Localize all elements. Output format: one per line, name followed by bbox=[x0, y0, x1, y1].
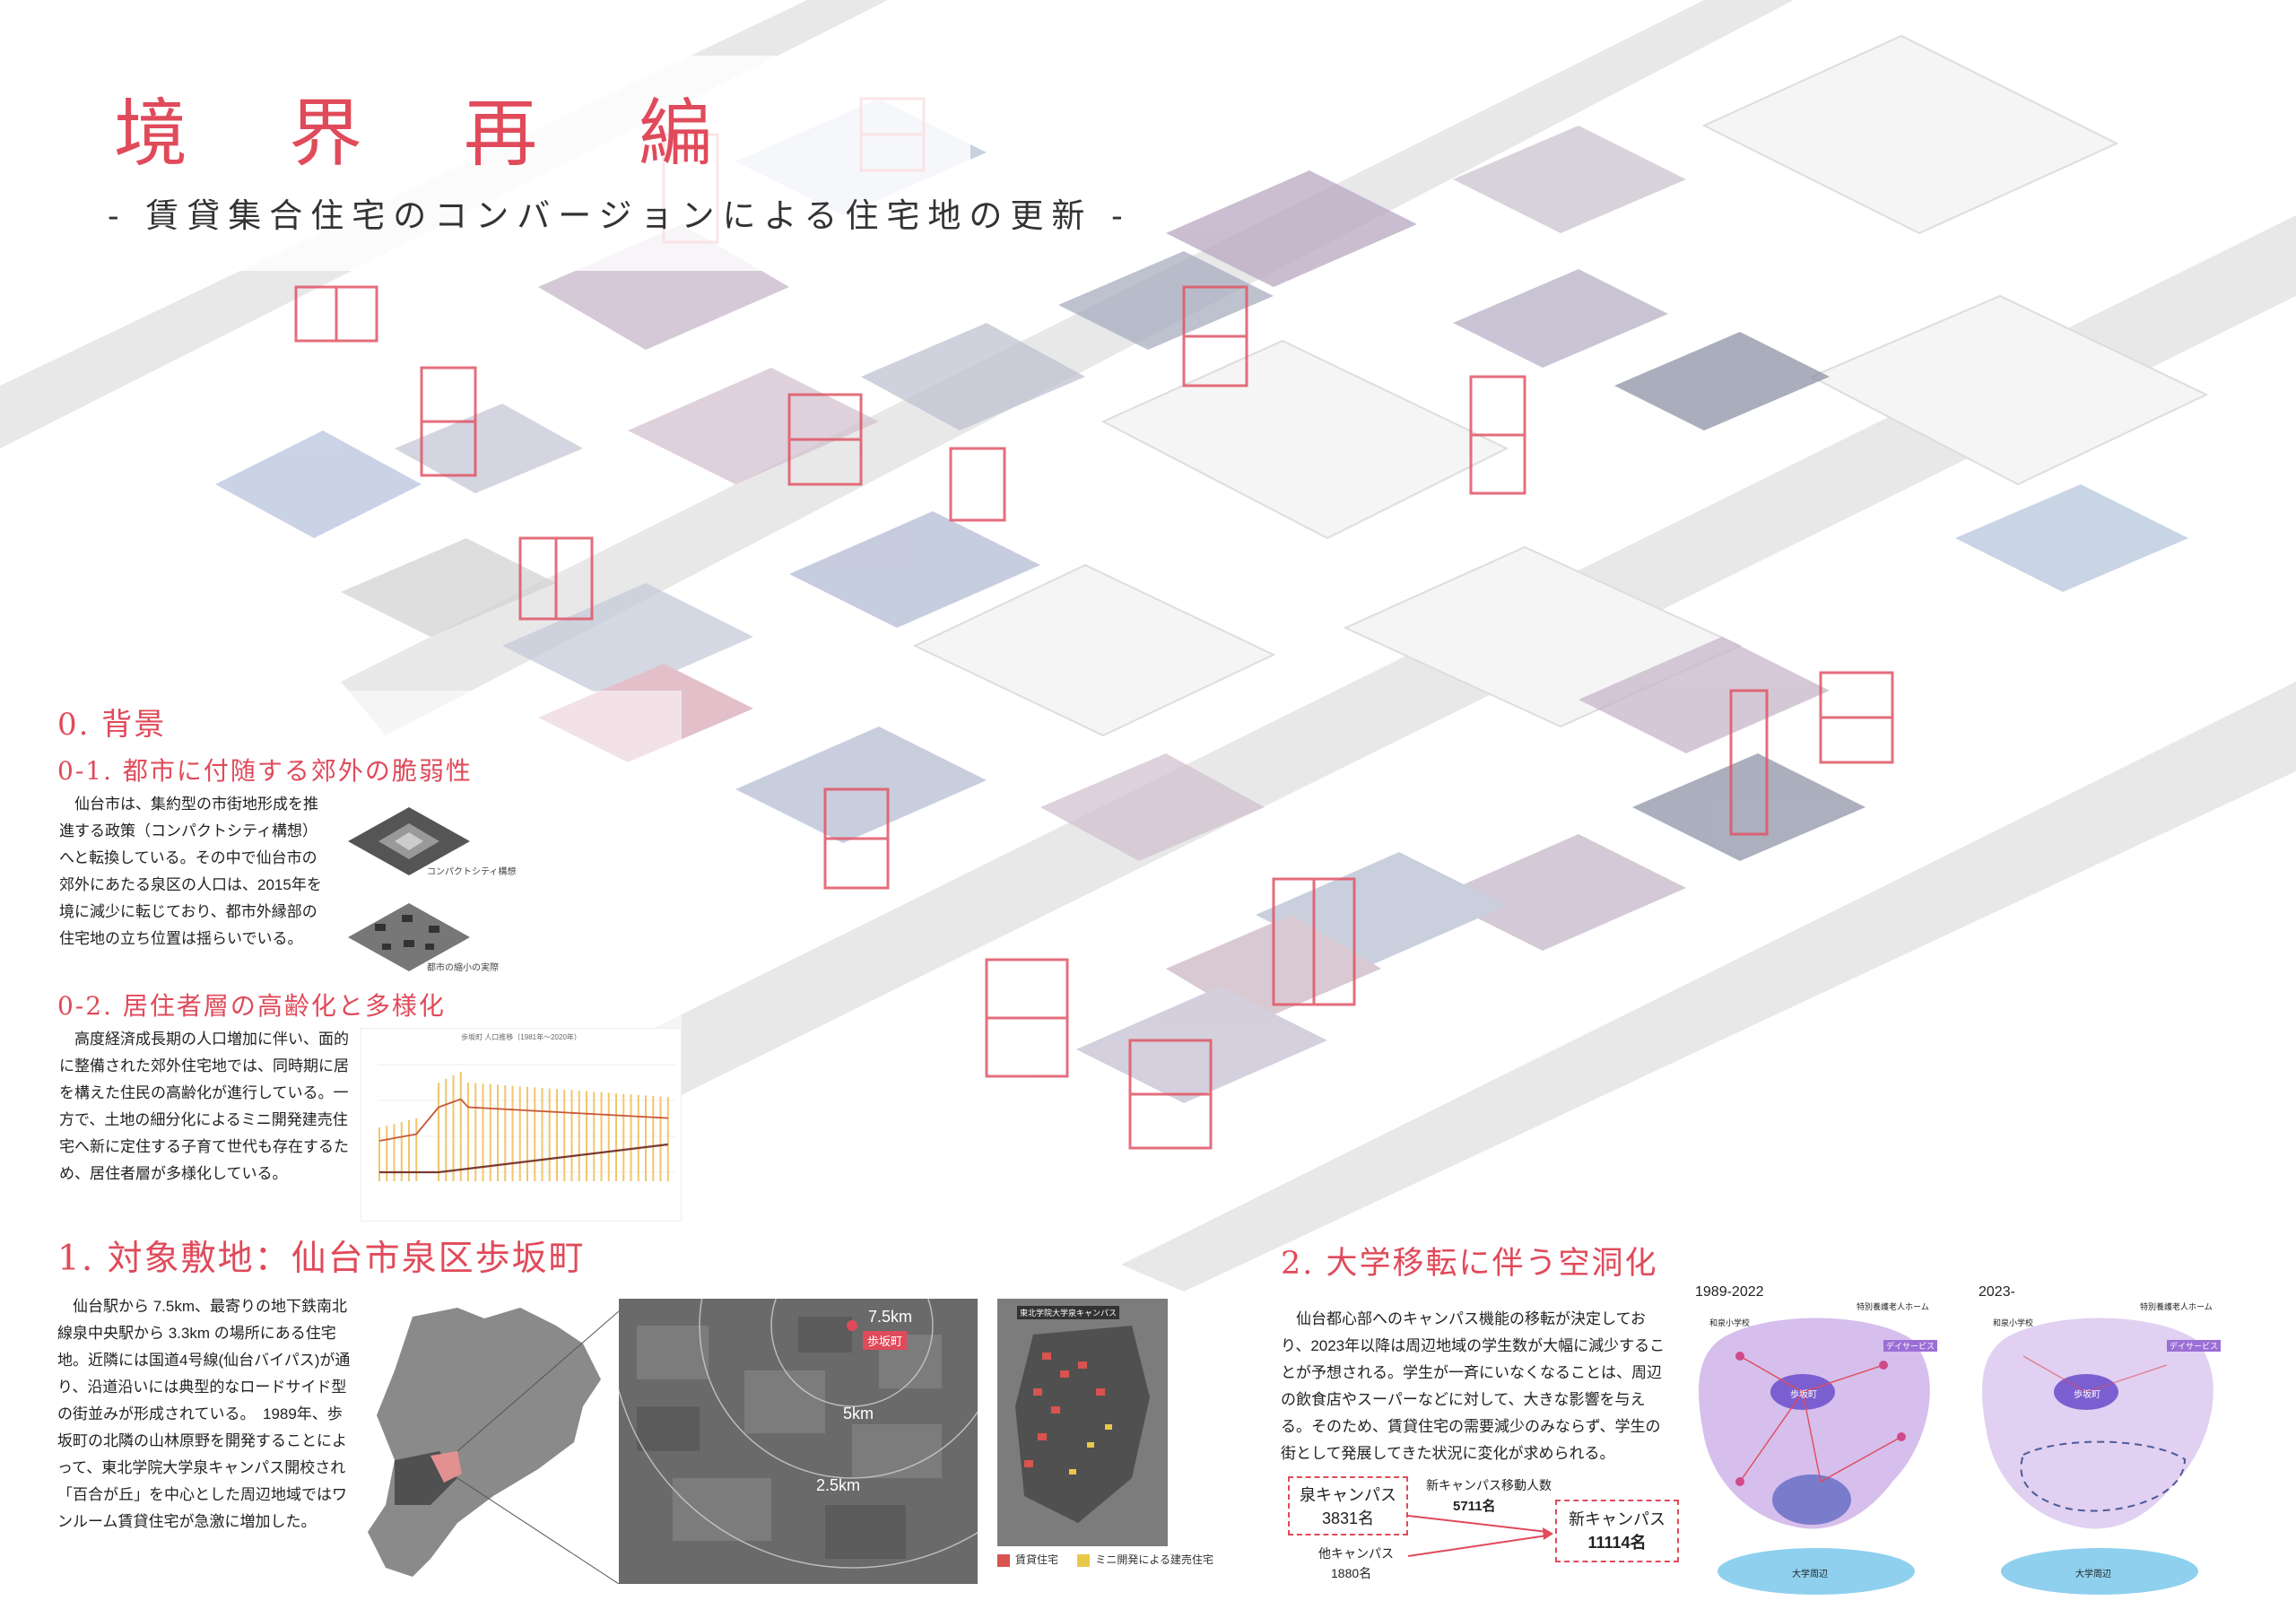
title-char-3: 再 bbox=[464, 91, 538, 177]
network-diagram-before bbox=[1699, 1318, 1930, 1595]
flow-other-label: 他キャンパス bbox=[1318, 1546, 1394, 1561]
diagram-before-bottom: 大学周辺 bbox=[1792, 1570, 1828, 1579]
legend-rental-label: 賃貸住宅 bbox=[1015, 1553, 1059, 1566]
background-sub1-heading: 0-1. 都市に付随する郊外の脆弱性 bbox=[57, 756, 473, 786]
map-pin-label: 歩坂町 bbox=[863, 1331, 908, 1350]
background-sub1-text: 仙台市は、集約型の市街地形成を推進する政策（コンパクトシティ構想）へと転換してい… bbox=[59, 796, 322, 947]
flow-other-value: 1880名 bbox=[1331, 1566, 1372, 1580]
title-char-1: 境 bbox=[114, 91, 188, 177]
relocation-heading: 2. 大学移転に伴う空洞化 bbox=[1281, 1246, 1658, 1282]
aerial-photo: 7.5km 歩坂町 5km 2.5km bbox=[619, 1299, 978, 1584]
flow-new-label: 新キャンパス bbox=[1569, 1510, 1665, 1528]
map-label-5km: 5km bbox=[843, 1405, 874, 1422]
site-plan: 東北学院大学泉キャンパス bbox=[997, 1299, 1168, 1546]
chart-plot bbox=[378, 1064, 675, 1181]
diagram-label-compact: コンパクトシティ構想 bbox=[427, 867, 517, 877]
period-label-after: 2023- bbox=[1979, 1284, 2015, 1300]
site-plan-label: 東北学院大学泉キャンパス bbox=[1017, 1306, 1120, 1319]
flow-new-value: 11114名 bbox=[1587, 1534, 1647, 1552]
diagram-before-station: 歩坂町 bbox=[1790, 1390, 1817, 1400]
compact-city-diagram bbox=[348, 807, 470, 971]
flow-izumi-label: 泉キャンパス bbox=[1300, 1486, 1396, 1504]
main-title: 境界再編 bbox=[114, 90, 728, 179]
map-label-7-5km: 7.5km bbox=[868, 1308, 913, 1326]
site-heading: 1. 対象敷地：仙台市泉区歩坂町 bbox=[57, 1239, 586, 1279]
diagram-before-day: デイサービス bbox=[1883, 1340, 1938, 1352]
site-plan-drawing bbox=[997, 1299, 1168, 1546]
diagram-after-station: 歩坂町 bbox=[2074, 1390, 2100, 1400]
flow-move-value: 5711名 bbox=[1453, 1499, 1496, 1514]
diagram-before-school: 和泉小学校 bbox=[1709, 1318, 1751, 1327]
flow-arrows bbox=[1407, 1515, 1553, 1557]
period-label-before: 1989-2022 bbox=[1695, 1284, 1764, 1300]
flow-move-label: 新キャンパス移動人数 bbox=[1426, 1478, 1552, 1492]
map-label-2-5km: 2.5km bbox=[816, 1476, 861, 1494]
background-sub2-heading: 0-2. 居住者層の高齢化と多様化 bbox=[57, 991, 446, 1021]
site-legend: 賃貸住宅 ミニ開発による建売住宅 bbox=[997, 1552, 1213, 1567]
flow-new-box: 新キャンパス 11114名 bbox=[1555, 1500, 1679, 1562]
diagram-after-school: 和泉小学校 bbox=[1993, 1318, 2034, 1327]
title-panel: 境界再編 - 賃貸集合住宅のコンバージョンによる住宅地の更新 - bbox=[74, 56, 1123, 271]
flow-izumi-box: 泉キャンパス 3831名 bbox=[1288, 1476, 1408, 1535]
relocation-text: 仙台都心部へのキャンパス機能の移転が決定しており、2023年以降は周辺地域の学生… bbox=[1281, 1310, 1665, 1462]
background-sub2-text: 高度経済成長期の人口増加に伴い、面的に整備された郊外住宅地では、同時期に居を構え… bbox=[59, 1031, 349, 1182]
background-heading: 0. 背景 bbox=[57, 707, 167, 743]
legend-rental-swatch bbox=[997, 1553, 1010, 1567]
diagram-before-top-right: 特別養護老人ホーム bbox=[1857, 1302, 1929, 1311]
chart-title: 歩坂町 人口推移（1981年〜2020年） bbox=[461, 1033, 581, 1041]
legend-mini: ミニ開発による建売住宅 bbox=[1077, 1553, 1214, 1567]
aerial-texture bbox=[619, 1299, 978, 1584]
legend-mini-label: ミニ開発による建売住宅 bbox=[1095, 1553, 1214, 1566]
subtitle: - 賃貸集合住宅のコンバージョンによる住宅地の更新 - bbox=[108, 196, 1131, 235]
legend-rental: 賃貸住宅 bbox=[997, 1553, 1059, 1567]
flow-izumi-value: 3831名 bbox=[1321, 1509, 1375, 1527]
network-diagram-after bbox=[1982, 1318, 2213, 1595]
site-text: 仙台駅から 7.5km、最寄りの地下鉄南北線泉中央駅から 3.3km の場所にあ… bbox=[57, 1298, 351, 1530]
diagram-label-shrink: 都市の縮小の実際 bbox=[427, 963, 499, 973]
diagram-after-top-right: 特別養護老人ホーム bbox=[2140, 1302, 2213, 1311]
diagram-after-day: デイサービス bbox=[2167, 1340, 2222, 1352]
title-char-4: 編 bbox=[639, 91, 713, 177]
diagram-after-bottom: 大学周辺 bbox=[2075, 1570, 2111, 1579]
title-char-2: 界 bbox=[289, 91, 363, 177]
miyagi-map bbox=[368, 1308, 619, 1584]
legend-mini-swatch bbox=[1077, 1553, 1091, 1567]
population-chart: 歩坂町 人口推移（1981年〜2020年） bbox=[361, 1028, 682, 1222]
